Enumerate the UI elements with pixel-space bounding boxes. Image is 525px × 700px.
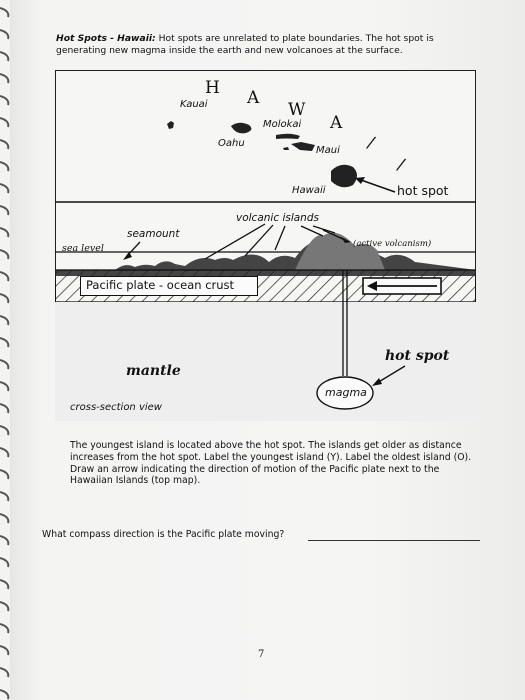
diagram-drawing: [55, 121, 476, 421]
island-label-oahu: Oahu: [218, 138, 245, 149]
spiral-binding: [0, 7, 10, 700]
cross-section-view-label: cross-section view: [70, 402, 162, 413]
handwritten-letter-a2: A: [330, 113, 343, 133]
mantle-region: [55, 302, 476, 421]
mantle-label: mantle: [126, 363, 181, 379]
sea-level-label: sea level: [62, 243, 104, 254]
answer-line[interactable]: [308, 540, 480, 541]
island-maui-small: [283, 147, 289, 150]
cross-section-hot-spot-label: hot spot: [385, 348, 450, 364]
question-text: What compass direction is the Pacific pl…: [42, 529, 285, 540]
handwritten-letter-a1: A: [247, 88, 260, 108]
top-hot-spot-label: hot spot: [397, 183, 449, 198]
island-molokai: [276, 133, 300, 139]
island-hawaii: [331, 164, 357, 188]
seamount-label: seamount: [127, 228, 180, 240]
page-title: Hot Spots - Hawaii: Hot spots are unrela…: [56, 33, 476, 56]
island-maui: [291, 142, 315, 151]
island-label-maui: Maui: [316, 145, 340, 156]
volcanic-islands-label: volcanic islands: [236, 212, 319, 224]
plate-label: Pacific plate - ocean crust: [80, 276, 258, 296]
page-number: 7: [258, 649, 265, 660]
handwritten-letter-h: H: [205, 78, 220, 98]
volcanic-island-peaks: [295, 232, 385, 270]
instructions-text: The youngest island is located above the…: [70, 440, 472, 487]
magma-chamber: [316, 376, 374, 410]
island-label-kauai: Kauai: [180, 99, 208, 110]
island-label-molokai: Molokai: [263, 119, 302, 130]
hot-spot-pointer: [360, 179, 396, 193]
active-volcanism-label: (active volcanism): [353, 239, 432, 249]
island-label-hawaii: Hawaii: [292, 185, 326, 196]
title-label: Hot Spots - Hawaii:: [56, 33, 156, 44]
island-oahu: [231, 122, 252, 134]
island-kauai: [167, 121, 174, 129]
magma-label: magma: [325, 386, 367, 399]
title-text: Hot spots are unrelated to plate boundar…: [56, 33, 434, 56]
handwritten-letter-w: W: [288, 100, 306, 120]
